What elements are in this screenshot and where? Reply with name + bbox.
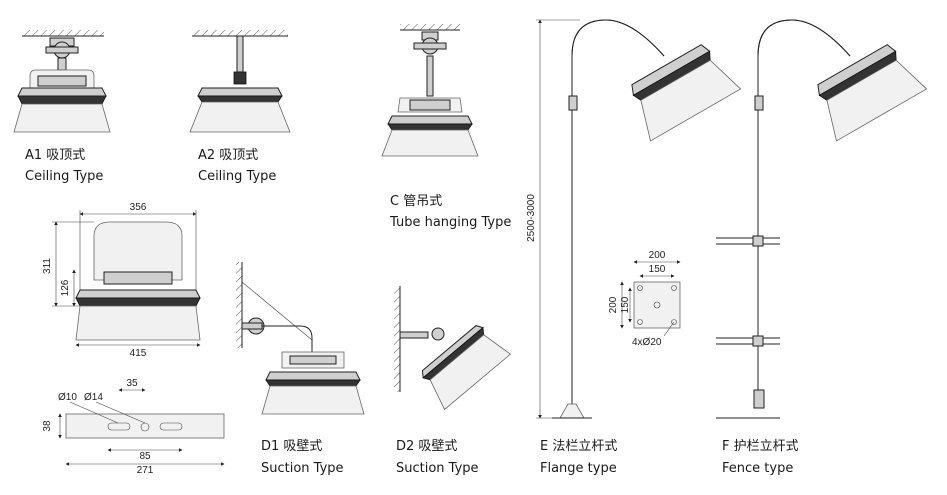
- a2-ceiling-lamp: [189, 30, 291, 133]
- dim-flange-inner: 150: [649, 264, 666, 275]
- caption-f-cn: F 护栏立杆式: [722, 439, 799, 454]
- dim-hole-large: Ø14: [84, 392, 103, 403]
- dim-width-bottom: 415: [130, 348, 147, 359]
- caption-f-en: Fence type: [722, 461, 794, 476]
- caption-d2-cn: D2 吸壁式: [396, 439, 458, 454]
- dim-height-total: 311: [42, 258, 53, 274]
- flange-plate-drawing: 200 150 200 150 4xØ20: [608, 250, 681, 348]
- e-flange-pole-lamp: 2500-3000: [526, 19, 742, 419]
- f-fence-pole-lamp: [716, 19, 928, 419]
- dim-hole-small: Ø10: [58, 392, 77, 403]
- a1-ceiling-lamp: [13, 30, 111, 133]
- caption-a1-en: Ceiling Type: [25, 169, 104, 184]
- dim-flange-outer: 200: [649, 250, 666, 261]
- dim-spacing-mid: 85: [139, 451, 151, 462]
- dim-flange-outer-v: 200: [608, 296, 619, 313]
- caption-c-cn: C 管吊式: [390, 194, 443, 209]
- dim-height-body: 126: [60, 279, 71, 296]
- caption-a2-cn: A2 吸顶式: [198, 148, 259, 163]
- d2-suction-lamp: [394, 286, 512, 411]
- dim-bracket-length: 271: [137, 465, 154, 476]
- caption-d1-en: Suction Type: [261, 461, 344, 476]
- caption-e-cn: E 法栏立杆式: [540, 439, 618, 454]
- dimensioned-lamp-drawing: 356 311 126 415: [42, 202, 201, 359]
- caption-c-en: Tube hanging Type: [390, 215, 512, 230]
- dim-spacing-top: 35: [126, 378, 138, 389]
- dim-width-top: 356: [130, 202, 147, 213]
- dim-bracket-height: 38: [42, 420, 53, 432]
- dim-pole-height: 2500-3000: [526, 194, 537, 242]
- d1-suction-lamp: [236, 262, 365, 415]
- c-tube-hanging-lamp: [381, 24, 479, 157]
- caption-a2-en: Ceiling Type: [198, 169, 277, 184]
- dim-flange-holes: 4xØ20: [632, 337, 662, 348]
- caption-d1-cn: D1 吸壁式: [261, 439, 323, 454]
- caption-d2-en: Suction Type: [396, 461, 479, 476]
- dim-flange-inner-v: 150: [620, 296, 631, 313]
- caption-a1-cn: A1 吸顶式: [25, 148, 86, 163]
- mounting-bracket-drawing: 38 Ø10 Ø14 35 85 271: [42, 378, 225, 476]
- caption-e-en: Flange type: [540, 461, 617, 476]
